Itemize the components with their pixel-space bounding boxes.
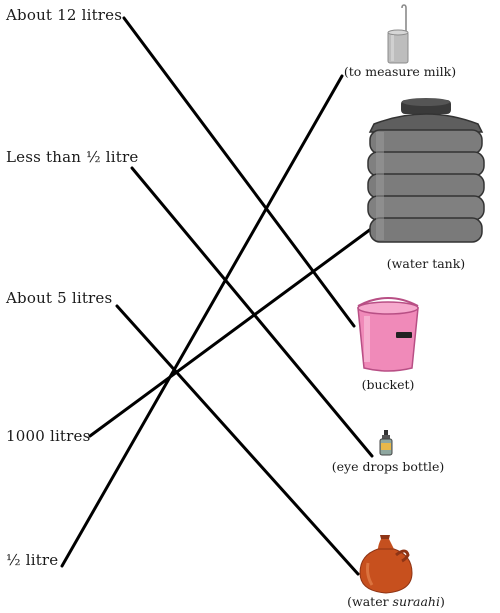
quantity-about-5-litres: About 5 litres: [6, 289, 113, 307]
bucket-icon: [357, 297, 419, 372]
milk-measure-icon: [387, 4, 409, 64]
quantity-less-than-half-litre: Less than ½ litre: [6, 148, 139, 166]
match-line-12-litres-bucket: [122, 16, 356, 328]
match-line-5-litres-suraahi: [115, 304, 360, 576]
caption-water-suraahi: (water suraahi): [347, 594, 445, 609]
water-tank-icon: [367, 98, 485, 243]
caption-eye-drops-bottle: (eye drops bottle): [331, 459, 445, 474]
caption-to-measure-milk: (to measure milk): [343, 64, 457, 79]
quantity-about-12-litres: About 12 litres: [6, 6, 123, 24]
match-line-half-litre-measure: [60, 74, 344, 568]
match-line-half-litre-less-eyedrops: [130, 166, 374, 458]
caption-bucket: (bucket): [361, 377, 415, 392]
water-suraahi-icon: [359, 535, 413, 594]
quantity-half-litre: ½ litre: [6, 551, 59, 569]
caption-water-tank: (water tank): [386, 256, 466, 271]
quantity-1000-litres: 1000 litres: [6, 427, 91, 445]
eye-drops-bottle-icon: [379, 430, 393, 456]
match-line-1000-litres-tank: [88, 224, 377, 438]
